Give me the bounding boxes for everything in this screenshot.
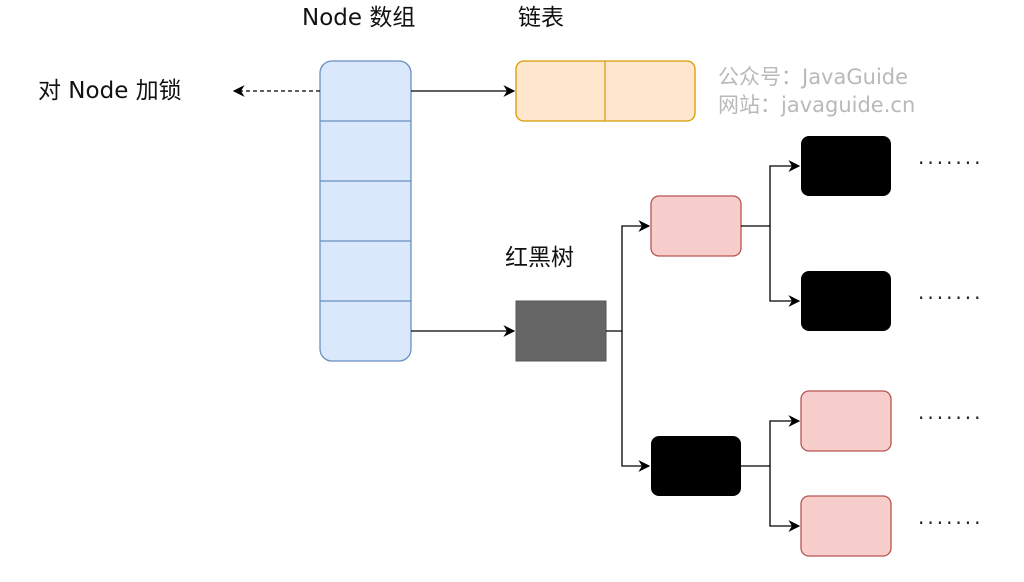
branch-arrow — [741, 160, 801, 227]
root-to-red-arrow — [606, 220, 651, 332]
branch-arrow — [741, 415, 801, 467]
ellipsis: ······· — [918, 406, 984, 430]
linked-list — [515, 60, 696, 122]
linked-list-label: 链表 — [518, 5, 564, 31]
red-node — [800, 390, 892, 452]
red-node — [650, 195, 742, 257]
ellipsis: ······· — [918, 151, 984, 175]
red-black-tree-label: 红黑树 — [505, 245, 574, 271]
tree-root-node — [515, 300, 607, 362]
watermark-line-2: 网站：javaguide.cn — [718, 93, 916, 117]
node-array — [319, 60, 412, 362]
red-node — [800, 495, 892, 557]
branch-arrow — [769, 226, 801, 307]
watermark-line-1: 公众号：JavaGuide — [718, 65, 909, 89]
lock-node-label: 对 Node 加锁 — [38, 78, 182, 104]
black-node — [801, 136, 891, 196]
ellipsis: ······· — [918, 511, 984, 535]
ellipsis: ······· — [918, 286, 984, 310]
root-to-black-arrow — [621, 331, 651, 472]
branch-arrow — [769, 466, 801, 532]
node-array-label: Node 数组 — [302, 5, 416, 31]
black-node — [801, 271, 891, 331]
black-node — [651, 436, 741, 496]
